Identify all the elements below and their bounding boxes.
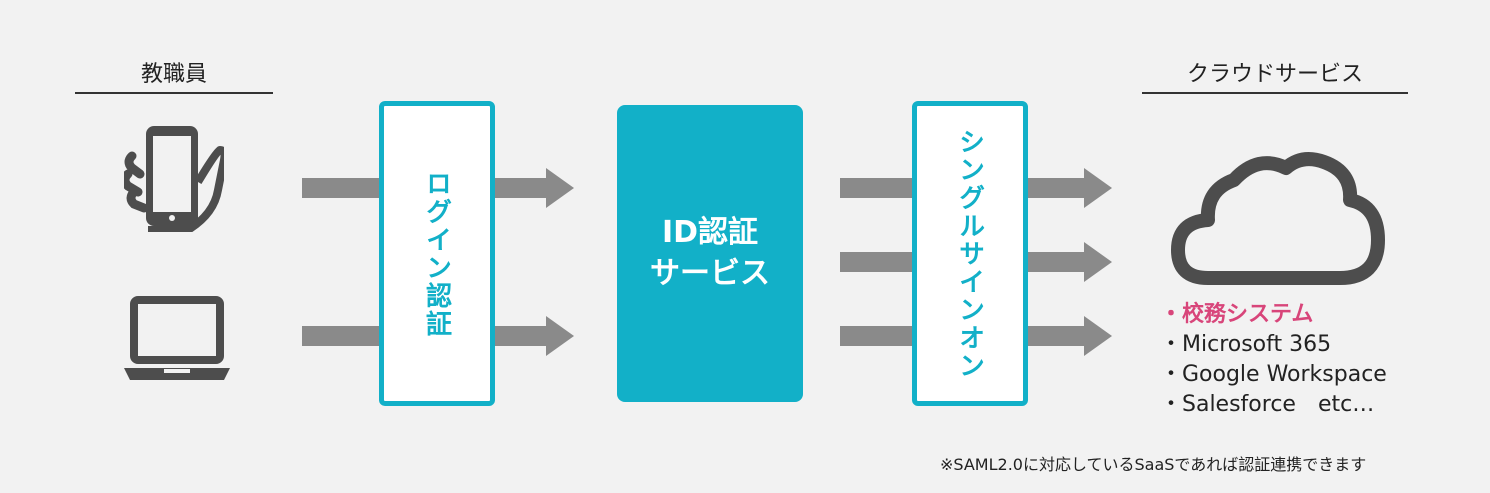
service-list: ・校務システム ・Microsoft 365 ・Google Workspace… — [1160, 300, 1460, 420]
id-auth-service-box: ID認証 サービス — [617, 105, 803, 402]
cloud-services-title-rule — [1142, 92, 1408, 94]
sso-label: シングルサインオン — [954, 127, 985, 380]
laptop-icon — [124, 296, 230, 380]
cloud-services-title: クラウドサービス — [1186, 62, 1363, 87]
sso-box: シングルサインオン — [912, 101, 1028, 406]
cloud-icon — [1171, 152, 1385, 285]
service-item-google: ・Google Workspace — [1160, 362, 1387, 387]
service-item-salesforce: ・Salesforce etc… — [1160, 392, 1375, 417]
service-item-school-system: ・校務システム — [1160, 302, 1314, 327]
login-auth-label: ログイン認証 — [421, 169, 452, 338]
staff-title: 教職員 — [140, 62, 207, 87]
id-auth-line2: サービス — [650, 255, 770, 291]
login-auth-box: ログイン認証 — [379, 101, 495, 406]
service-item-microsoft: ・Microsoft 365 — [1160, 332, 1332, 357]
staff-title-rule — [75, 92, 273, 94]
id-auth-line1: ID認証 — [661, 215, 759, 250]
smartphone-in-hand-icon — [124, 126, 224, 232]
footnote: ※SAML2.0に対応しているSaaSであれば認証連携できます — [940, 455, 1367, 474]
